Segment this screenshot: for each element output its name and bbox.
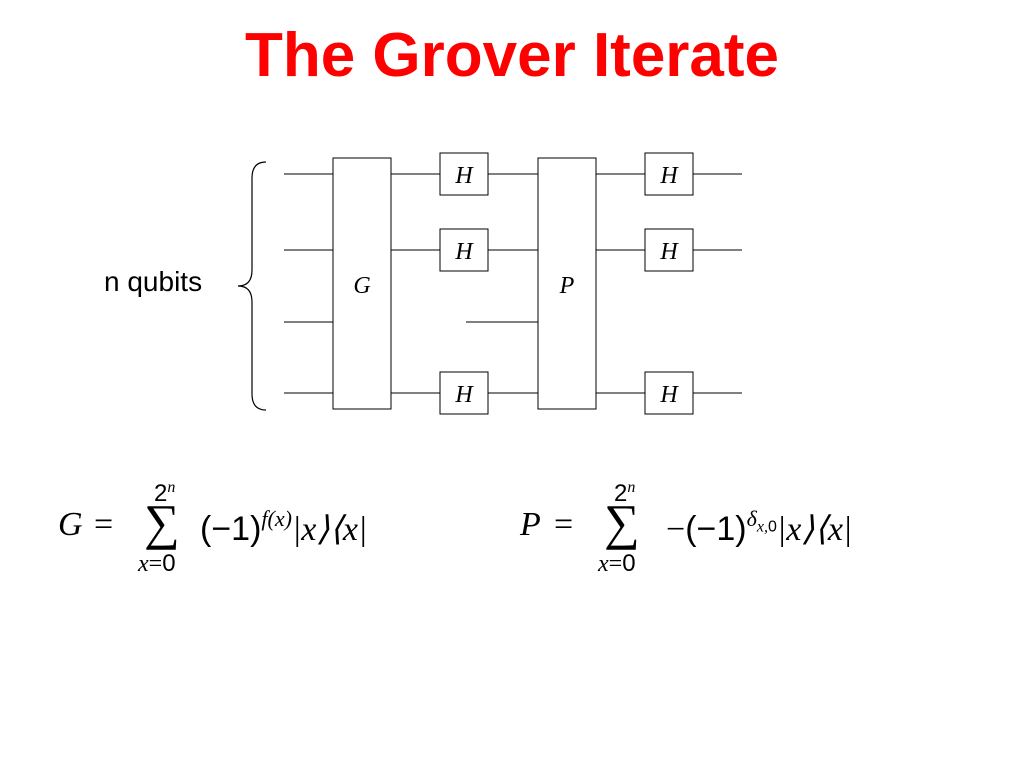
formula-p-sum-top: 2n (614, 479, 636, 507)
formula-p-prefix: − (666, 511, 686, 548)
formula-g-equals: = (94, 506, 114, 543)
hadamard-label-4a: H (454, 382, 474, 408)
qubit-brace (237, 161, 267, 411)
formula-g-body: (−1)f(x)|x⟩⟨x| (200, 506, 367, 549)
formula-g-sum: 2n ∑ x=0 (138, 472, 198, 582)
hadamard-label-2b: H (659, 239, 679, 265)
qubits-label: n qubits (104, 266, 203, 297)
gate-g-label: G (353, 273, 370, 299)
formula-g-projector: |x⟩⟨x| (291, 511, 368, 548)
gate-p-box (537, 157, 597, 410)
hadamard-box-4a (439, 371, 489, 415)
page-title: The Grover Iterate (244, 21, 780, 90)
formula-p-base: (−1) (685, 510, 747, 548)
formula-g-sum-symbol: ∑ (144, 494, 180, 550)
formula-p-exponent: δx,0 (746, 506, 777, 536)
formula-g-sum-top: 2n (154, 479, 176, 507)
formula-g-exponent: f(x) (261, 506, 292, 531)
formula-p-sum-bottom: x=0 (598, 550, 636, 577)
formula-p-sum: 2n ∑ x=0 (598, 472, 658, 582)
formula-p-lhs: P (520, 506, 541, 543)
hadamard-box-2b (644, 228, 694, 272)
hadamard-label-1a: H (454, 163, 474, 189)
formula-p: P = 2n ∑ x=0 −(−1)δx,0|x⟩⟨x| (520, 472, 940, 582)
hadamard-box-2a (439, 228, 489, 272)
formula-p-body: −(−1)δx,0|x⟩⟨x| (666, 506, 852, 549)
formula-p-sum-symbol: ∑ (604, 494, 640, 550)
hadamard-box-1b (644, 152, 694, 196)
formula-g-lhs: G (58, 506, 83, 543)
gate-g-box (332, 157, 392, 410)
formula-g: G = 2n ∑ x=0 (−1)f(x)|x⟩⟨x| (58, 472, 478, 582)
formula-p-equals: = (554, 506, 574, 543)
gate-p-label: P (559, 273, 575, 299)
formula-p-projector: |x⟩⟨x| (776, 511, 853, 548)
hadamard-box-4b (644, 371, 694, 415)
hadamard-label-2a: H (454, 239, 474, 265)
hadamard-label-4b: H (659, 382, 679, 408)
formula-g-sum-bottom: x=0 (138, 550, 176, 577)
formula-g-base: (−1) (200, 510, 262, 548)
hadamard-label-1b: H (659, 163, 679, 189)
hadamard-box-1a (439, 152, 489, 196)
